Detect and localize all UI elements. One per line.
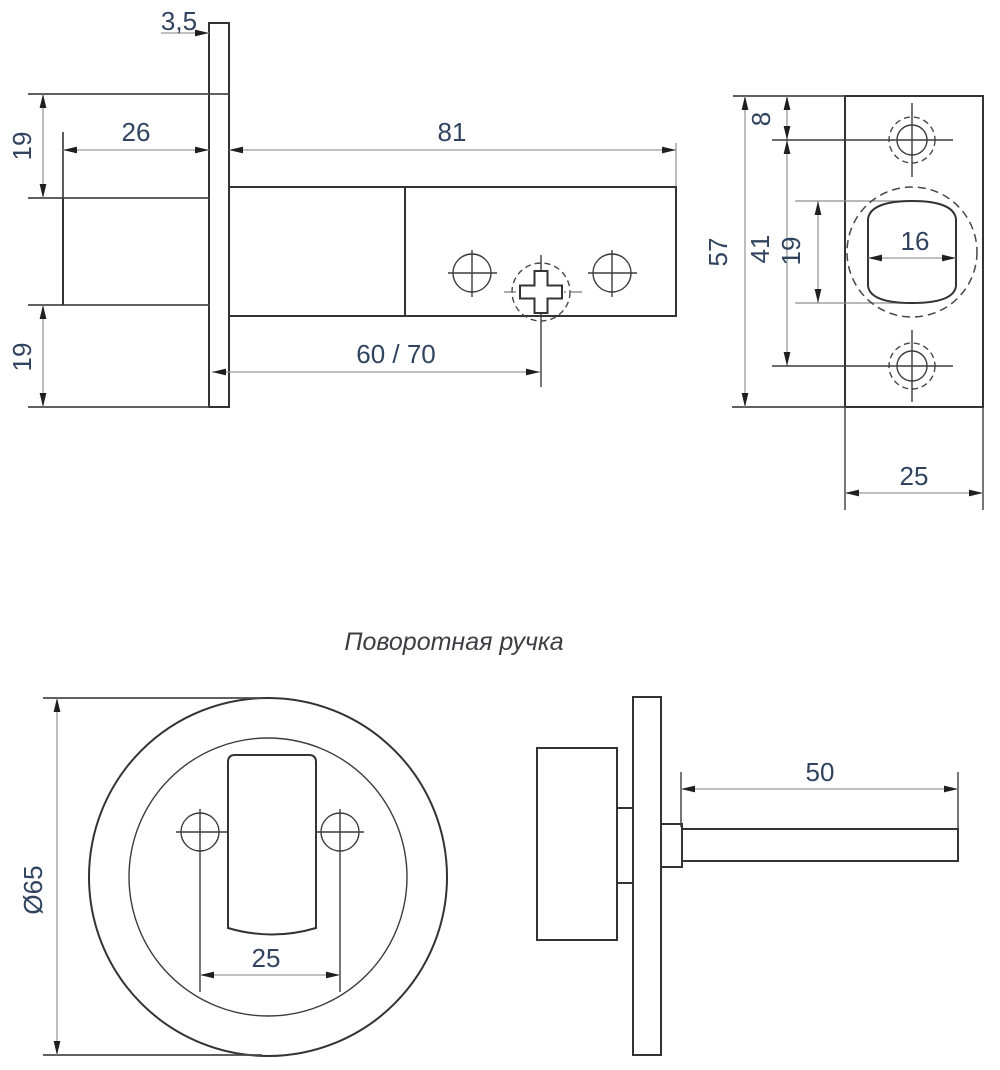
rose-plate-side bbox=[632, 696, 662, 1056]
dim-label-plate-height: 57 bbox=[703, 238, 733, 267]
dim-label-body-length: 81 bbox=[438, 117, 467, 147]
knob-front-view: 25 Ø65 bbox=[18, 697, 448, 1057]
faceplate-front-view: 57 8 41 19 16 bbox=[703, 95, 984, 510]
knob-body-side bbox=[536, 747, 618, 941]
section-title: Поворотная ручка bbox=[344, 628, 563, 656]
faceplate-outline bbox=[844, 95, 984, 408]
dim-label-edge-to-screw: 8 bbox=[746, 112, 776, 126]
rose-inner-circle bbox=[128, 737, 408, 1017]
dim-label-top-overhang: 19 bbox=[7, 132, 37, 161]
dim-label-tube-length: 26 bbox=[122, 117, 151, 147]
dim-label-backset: 60 / 70 bbox=[356, 339, 436, 369]
spindle-bar bbox=[681, 828, 959, 862]
faceplate-screw-bottom bbox=[772, 330, 953, 402]
dim-label-hole-height: 19 bbox=[776, 237, 806, 266]
dim-label-hole-width: 16 bbox=[901, 226, 930, 256]
rose-outer-circle bbox=[88, 697, 448, 1057]
dim-label-plate-width: 25 bbox=[900, 461, 929, 491]
dim-label-screw-spacing: 41 bbox=[745, 235, 775, 264]
dim-label-spindle-length: 50 bbox=[806, 757, 835, 787]
cross-spindle-hole bbox=[519, 270, 563, 314]
rose-screw-right bbox=[316, 809, 364, 992]
faceplate-screw-top bbox=[772, 103, 953, 177]
rose-screw-left bbox=[176, 809, 227, 992]
barrel-hole-outline bbox=[867, 199, 957, 305]
faceplate-spindle-hole: 16 bbox=[846, 186, 978, 318]
latch-body bbox=[228, 186, 677, 317]
latch-side-view: 3,5 19 19 26 81 bbox=[7, 6, 677, 408]
dim-label-plate-thickness: 3,5 bbox=[161, 6, 197, 36]
screw-post-left bbox=[448, 250, 497, 297]
thumbturn bbox=[227, 754, 317, 936]
knob-side-view: 50 bbox=[536, 696, 959, 1056]
knob-neck bbox=[616, 807, 634, 884]
dim-label-bottom-overhang: 19 bbox=[7, 343, 37, 372]
dim-label-knob-screw-spacing: 25 bbox=[252, 943, 281, 973]
screw-post-right bbox=[588, 250, 637, 297]
spindle-hub bbox=[504, 255, 586, 387]
dim-label-rose-diameter: Ø65 bbox=[18, 865, 48, 914]
faceplate-edge bbox=[208, 22, 230, 408]
spindle-boss bbox=[660, 823, 683, 868]
